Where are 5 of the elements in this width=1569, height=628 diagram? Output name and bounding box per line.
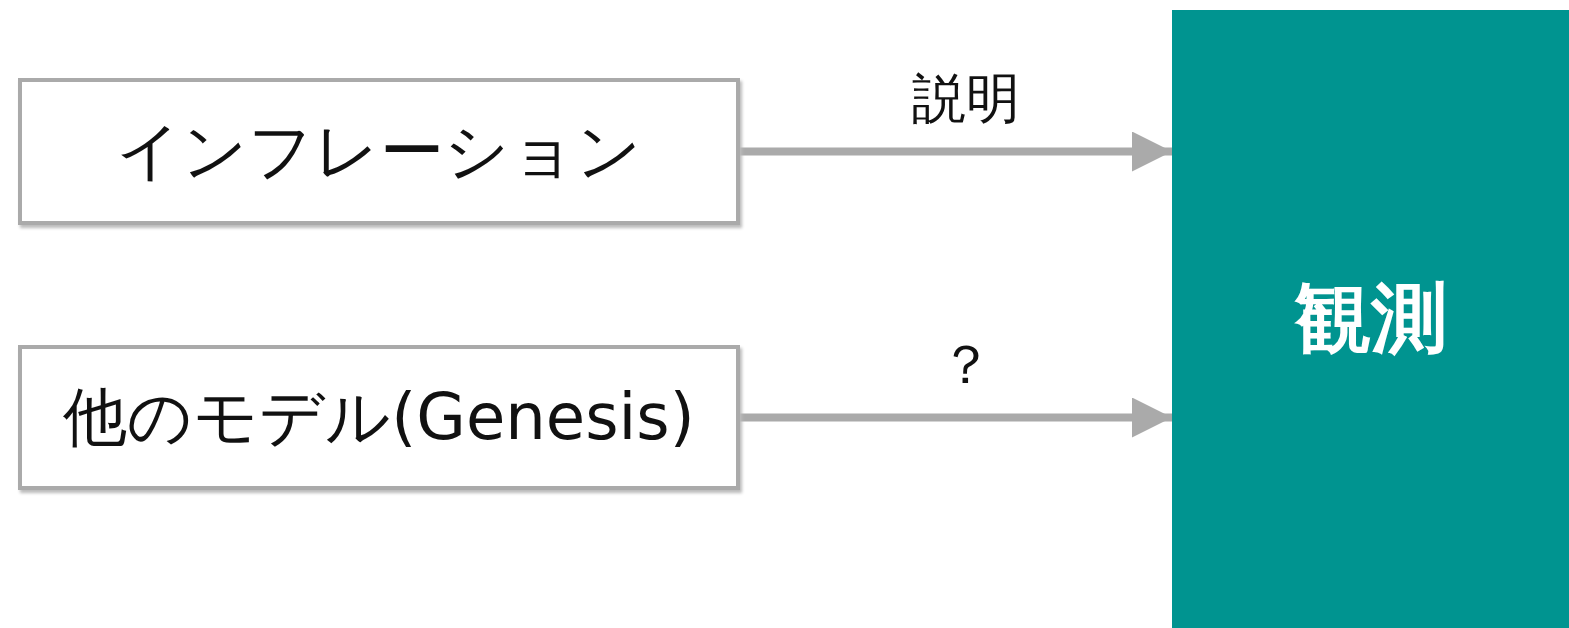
process-box: インフレーション	[18, 78, 740, 225]
process-box: 他のモデル(Genesis)	[18, 345, 740, 490]
arrow	[740, 397, 1172, 438]
arrow	[740, 131, 1172, 172]
target-block: 観測	[1172, 10, 1569, 628]
